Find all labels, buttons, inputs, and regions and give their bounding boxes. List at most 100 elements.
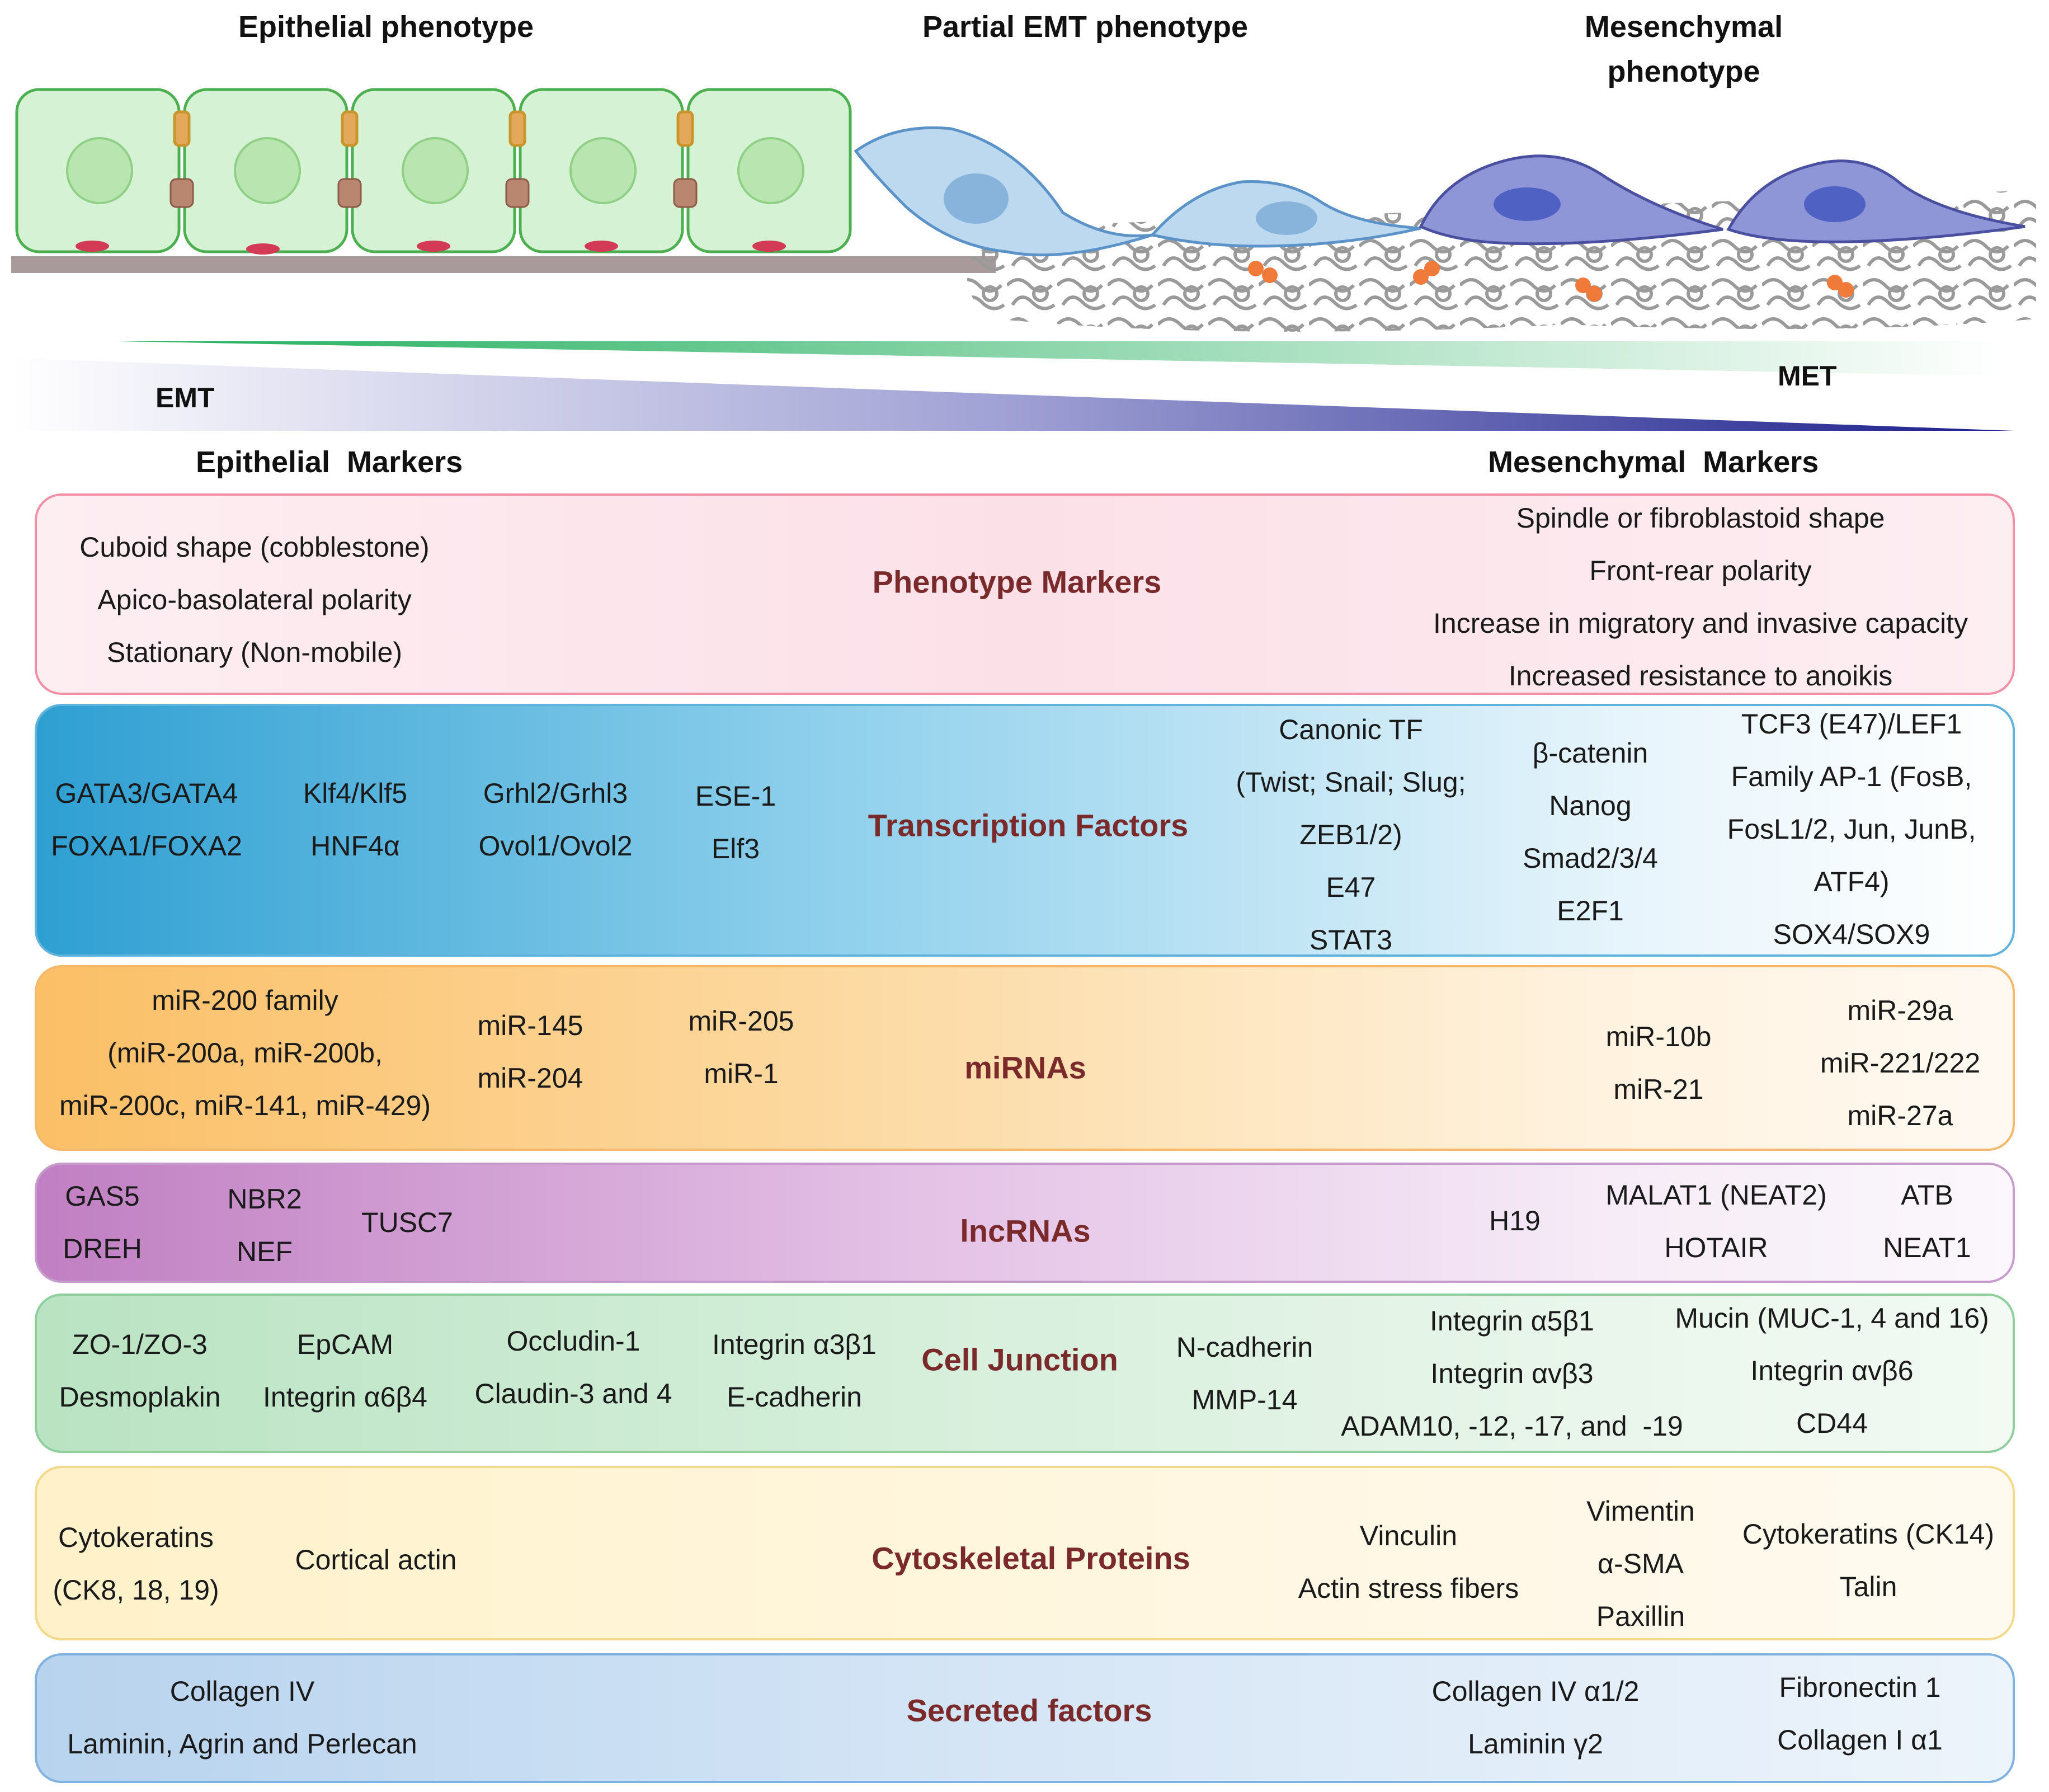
marker-item: NBR2 (227, 1183, 302, 1215)
marker-item: DREH (63, 1233, 142, 1264)
marker-item: ZEB1/2) (1299, 819, 1402, 850)
marker-item: Integrin αvβ6 (1750, 1355, 1914, 1386)
marker-item: Apico-basolateral polarity (97, 584, 412, 615)
lncrna-mes-group-2: MALAT1 (NEAT2)HOTAIR (1605, 1169, 1826, 1274)
marker-item: miR-1 (704, 1058, 779, 1089)
cell-transition-illustration (11, 88, 2036, 332)
marker-item: HOTAIR (1664, 1232, 1768, 1263)
marker-item: ZO-1/ZO-3 (72, 1329, 208, 1360)
lncrna-mes-group-3: ATB NEAT1 (1883, 1169, 1971, 1274)
marker-item: NEF (237, 1236, 293, 1267)
marker-item: β-catenin (1532, 737, 1648, 769)
marker-item: Spindle or fibroblastoid shape (1516, 502, 1885, 534)
marker-item: Collagen IV (169, 1676, 315, 1707)
partial-emt-cells (854, 126, 1421, 257)
marker-item: GAS5 (65, 1180, 140, 1212)
marker-item: miR-200 family (152, 985, 338, 1016)
marker-item: FosL1/2, Jun, JunB, (1727, 813, 1976, 845)
marker-item: Fibronectin 1 (1779, 1672, 1941, 1703)
marker-item: Increase in migratory and invasive capac… (1433, 608, 1968, 639)
basement-membrane (11, 256, 996, 273)
marker-item: ATB (1901, 1179, 1953, 1211)
marker-item: miR-145 (477, 1010, 583, 1041)
marker-item: STAT3 (1309, 924, 1393, 956)
cytoskeletal-proteins-box (35, 1466, 2015, 1640)
marker-item: Grhl2/Grhl3 (483, 778, 628, 809)
cyto-epi-group-2: Cortical actin (295, 1534, 457, 1586)
marker-item: miR-10b (1605, 1021, 1712, 1052)
epithelial-phenotype-title: Epithelial phenotype (238, 10, 534, 44)
marker-item: Vinculin (1359, 1520, 1458, 1551)
marker-item: Laminin, Agrin and Perlecan (67, 1728, 417, 1760)
partial-emt-phenotype-title: Partial EMT phenotype (922, 10, 1249, 44)
cytoskeletal-proteins-title: Cytoskeletal Proteins (872, 1540, 1190, 1576)
mirna-mes-group-1: miR-10b miR-21 (1606, 1010, 1712, 1116)
marker-item: FOXA1/FOXA2 (51, 830, 242, 862)
marker-item: Ovol1/Ovol2 (478, 830, 633, 862)
phenotype-epithelial-markers: Cuboid shape (cobblestone) Apico-basolat… (79, 521, 429, 679)
marker-item: Occludin-1 (506, 1325, 640, 1357)
marker-item: Front-rear polarity (1589, 555, 1812, 586)
secreted-factors-title: Secreted factors (906, 1692, 1152, 1728)
marker-item: Talin (1839, 1571, 1897, 1602)
mirnas-box (35, 965, 2015, 1151)
marker-item: E-cadherin (727, 1381, 862, 1413)
marker-item: (Twist; Snail; Slug; (1236, 766, 1466, 798)
marker-item: Collagen I α1 (1777, 1724, 1943, 1756)
marker-item: Cuboid shape (cobblestone) (79, 532, 430, 563)
marker-item: Smad2/3/4 (1523, 843, 1658, 874)
marker-item: Paxillin (1596, 1601, 1685, 1632)
lncrnas-title: lncRNAs (960, 1213, 1091, 1249)
marker-item: CD44 (1796, 1408, 1868, 1439)
marker-item: (CK8, 18, 19) (53, 1574, 219, 1606)
cyto-epi-group-1: Cytokeratins (CK8, 18, 19) (53, 1511, 219, 1616)
marker-item: SOX4/SOX9 (1773, 919, 1930, 950)
phenotype-markers-title: Phenotype Markers (872, 564, 1162, 600)
secreted-factors-box (35, 1653, 2015, 1783)
marker-item: Cortical actin (295, 1544, 457, 1575)
secreted-mes-group-2: Fibronectin 1 Collagen I α1 (1777, 1661, 1943, 1766)
transcription-factors-title: Transcription Factors (868, 807, 1189, 843)
marker-item: miR-21 (1613, 1074, 1704, 1105)
marker-item: ADAM10, -12, -17, and -19 (1341, 1410, 1683, 1442)
marker-item: Laminin γ2 (1468, 1728, 1603, 1760)
marker-item: E47 (1326, 872, 1376, 903)
marker-item: Nanog (1549, 790, 1632, 821)
marker-item: N-cadherin (1176, 1332, 1313, 1363)
marker-item: miR-29a (1847, 995, 1953, 1026)
marker-item: NEAT1 (1883, 1232, 1971, 1263)
marker-item: Family AP-1 (FosB, (1731, 761, 1972, 792)
mesenchymal-cells (1419, 154, 2026, 246)
epithelial-markers-header: Epithelial Markers (196, 445, 463, 479)
lncrna-mes-group-1: H19 (1489, 1194, 1541, 1247)
mesenchymal-phenotype-title-line1: Mesenchymal (1584, 10, 1783, 44)
marker-item: miR-204 (477, 1062, 583, 1094)
emt-gradient-arrow (11, 358, 2014, 431)
cell-junction-title: Cell Junction (921, 1342, 1118, 1377)
lncrna-epi-group-3: TUSC7 (361, 1196, 453, 1249)
marker-item: miR-205 (688, 1005, 794, 1037)
marker-item: Desmoplakin (59, 1381, 221, 1413)
marker-item: Cytokeratins (58, 1522, 214, 1553)
met-label: MET (1778, 360, 1837, 392)
mesenchymal-phenotype-title-line2: phenotype (1607, 55, 1760, 88)
tf-mes-group-1: Canonic TF(Twist; Snail; Slug; ZEB1/2)E4… (1236, 703, 1466, 966)
marker-item: ESE-1 (695, 780, 776, 812)
marker-item: Claudin-3 and 4 (474, 1378, 672, 1409)
cell-junction-box (35, 1294, 2015, 1453)
phenotype-mesenchymal-markers: Spindle or fibroblastoid shape Front-rea… (1433, 492, 1968, 702)
mirna-epi-group-3: miR-205 miR-1 (689, 995, 794, 1100)
marker-item: ATF4) (1814, 866, 1890, 897)
marker-item: miR-27a (1847, 1100, 1953, 1131)
marker-item: Cytokeratins (CK14) (1742, 1518, 1995, 1550)
